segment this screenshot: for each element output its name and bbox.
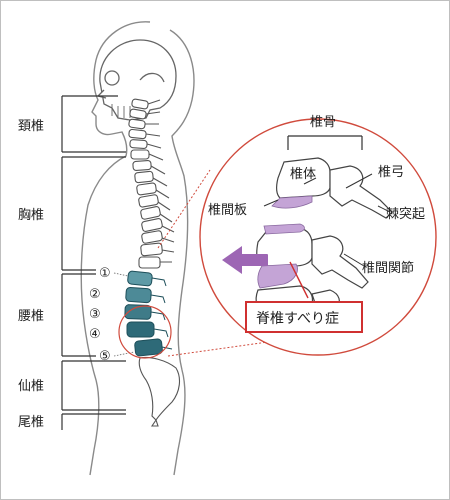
upper-spine <box>128 98 175 269</box>
slip-indicator-line <box>289 261 309 299</box>
detail-leaders <box>263 173 391 267</box>
label-coccyx: 尾椎 <box>18 415 44 430</box>
label-vertebral-body: 椎体 <box>290 167 316 182</box>
lumbar-number-5: ⑤ <box>99 349 111 364</box>
label-thoracic: 胸椎 <box>18 208 44 223</box>
small-highlight-circle <box>118 305 172 359</box>
label-vertebra: 椎骨 <box>310 115 336 130</box>
slip-direction-arrow <box>222 246 268 274</box>
lumbar-vertebrae <box>124 270 173 357</box>
condition-box <box>245 301 363 333</box>
label-lumbar: 腰椎 <box>18 309 44 324</box>
lumbar-number-2: ② <box>89 287 101 302</box>
label-intervertebral-disc: 椎間板 <box>208 203 247 218</box>
vertebra-bracket <box>287 135 363 150</box>
label-vertebral-arch: 椎弓 <box>378 165 404 180</box>
lumbar-vertebra-4 <box>126 321 155 338</box>
label-cervical: 頚椎 <box>18 119 44 134</box>
label-sacral: 仙椎 <box>18 379 44 394</box>
region-brackets <box>61 95 126 430</box>
zoom-lines <box>157 169 283 357</box>
lumbar-number-1: ① <box>99 266 111 281</box>
lumbar-number-4: ④ <box>89 327 101 342</box>
lumbar-vertebra-2 <box>125 286 152 304</box>
label-facet-joint: 椎間関節 <box>362 261 414 276</box>
label-spinous-process: 棘突起 <box>386 206 425 222</box>
sacrum <box>138 356 181 427</box>
intervertebral-discs <box>257 195 313 289</box>
lumbar-vertebra-5 <box>134 338 163 357</box>
lumbar-number-3: ③ <box>89 307 101 322</box>
number-leaders <box>113 272 135 357</box>
body-silhouette <box>80 21 195 476</box>
condition-label: 脊椎すべり症 <box>256 311 339 327</box>
lumbar-vertebra-1 <box>127 270 153 287</box>
